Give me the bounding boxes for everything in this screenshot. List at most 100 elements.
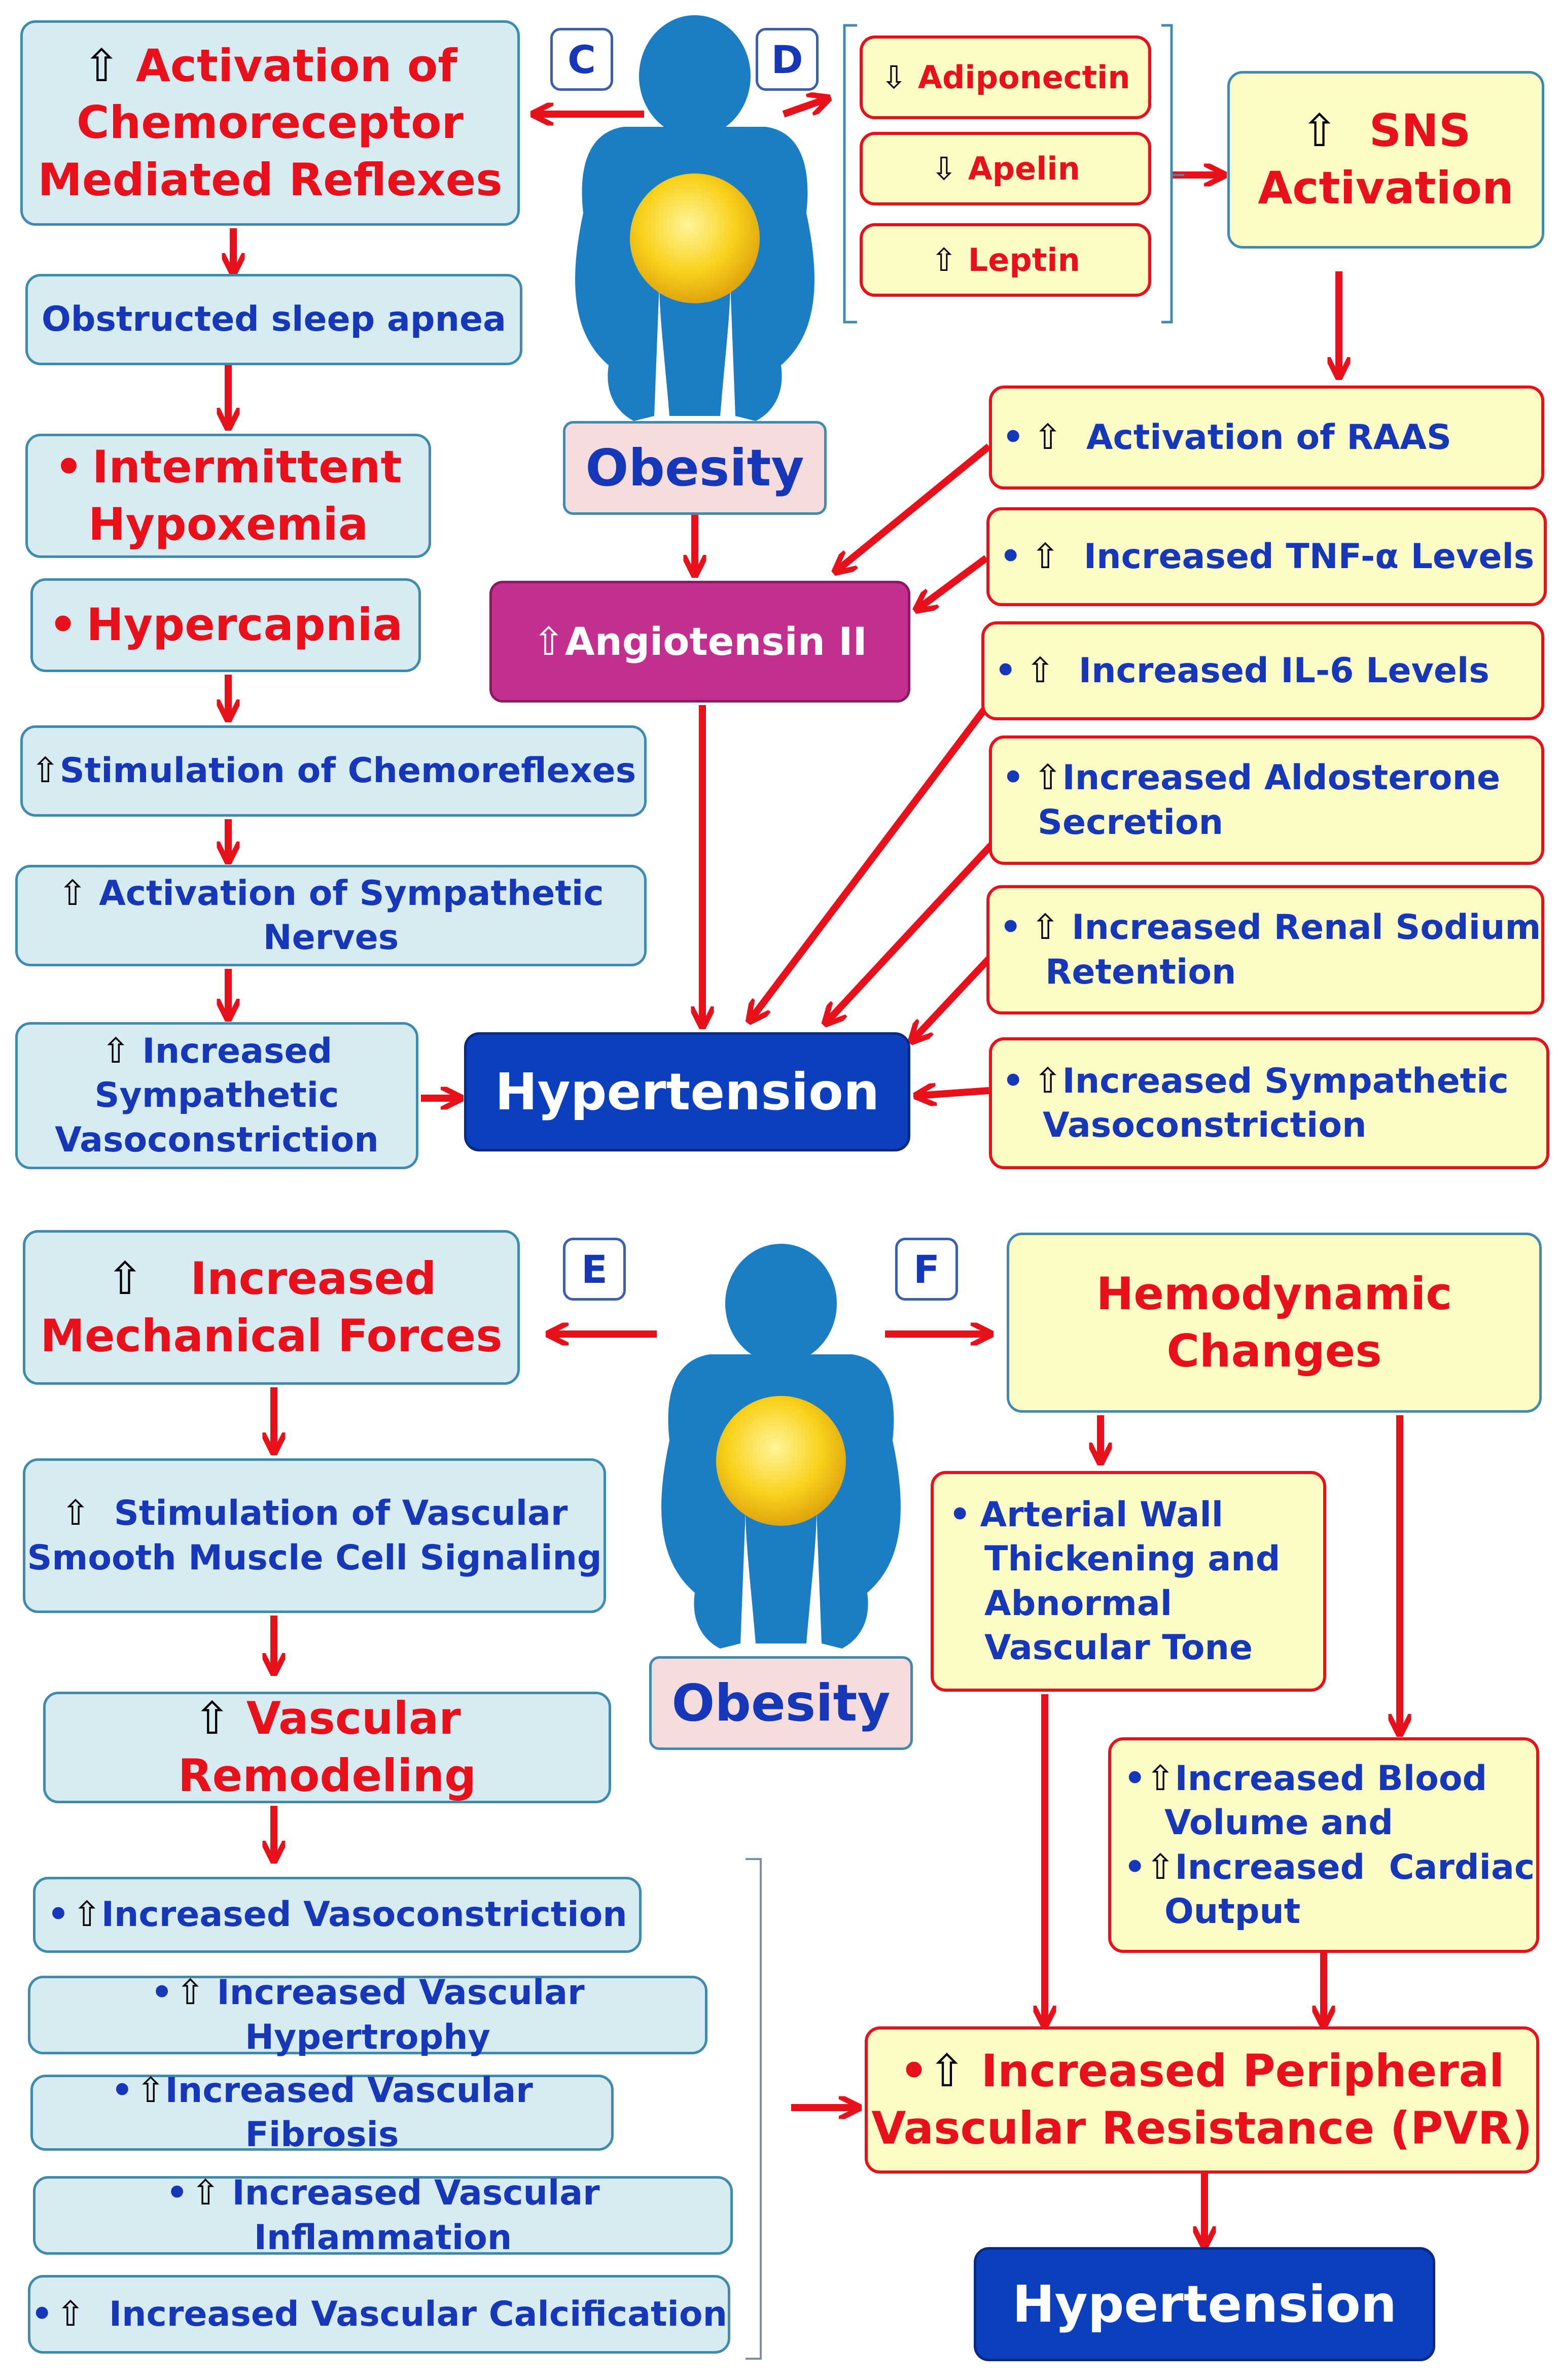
bullet-icon: •	[899, 2045, 929, 2097]
box-text: Angiotensin II	[564, 619, 867, 664]
up-arrow-icon: ⇧	[193, 1692, 231, 1745]
box-text: Hypertension	[1012, 2274, 1397, 2334]
vascular-inflammation-box: •⇧ Increased Vascular Inflammation	[33, 2173, 733, 2258]
box-text: Increased IL-6 Levels	[1078, 650, 1490, 691]
box-text: Hypoxemia	[88, 498, 369, 550]
box-text: Arterial Wall	[980, 1495, 1224, 1535]
bullet-icon: •	[1002, 1061, 1024, 1101]
box-text: Activation of	[135, 39, 457, 92]
section-tag-f: F	[895, 1238, 958, 1301]
up-arrow-icon: ⇧	[928, 2045, 966, 2097]
bullet-icon: •	[151, 1973, 173, 2013]
up-arrow-icon: ⇧	[1031, 907, 1060, 948]
section-tag-e: E	[563, 1238, 626, 1301]
up-arrow-icon: ⇧	[1146, 1759, 1175, 1799]
box-text: Adiponectin	[917, 58, 1130, 96]
bullet-icon: •	[54, 440, 83, 493]
peripheral-resistance-box: •⇧ Increased Peripheral Vascular Resista…	[865, 2026, 1539, 2174]
box-text: Increased Vasoconstriction	[101, 1895, 627, 1935]
box-text: Hemodynamic	[1096, 1267, 1452, 1320]
bracket	[1161, 24, 1173, 324]
up-arrow-icon: ⇧	[61, 1493, 90, 1534]
bullet-icon: •	[1002, 758, 1024, 798]
box-text: Increased Peripheral	[981, 2045, 1505, 2097]
arrows	[228, 99, 1400, 2245]
bullet-icon: •	[1000, 907, 1022, 948]
box-text: Obstructed sleep apnea	[41, 299, 507, 340]
vsmc-signaling-box: ⇧ Stimulation of Vascular Smooth Muscle …	[23, 1458, 606, 1613]
angiotensin-box: ⇧Angiotensin II	[489, 581, 910, 703]
box-text: Mechanical Forces	[40, 1309, 503, 1362]
box-text: Smooth Muscle Cell Signaling	[27, 1537, 602, 1578]
bracket	[843, 24, 857, 324]
arterial-wall-box: •Arterial Wall Thickening and Abnormal V…	[931, 1471, 1326, 1692]
bracket	[746, 1858, 762, 2360]
box-text: Chemoreceptor	[77, 96, 464, 149]
up-arrow-icon: ⇧	[101, 1031, 130, 1072]
tag-label: D	[771, 37, 803, 82]
bullet-icon: •	[111, 2070, 133, 2111]
box-text: Secretion	[1038, 802, 1223, 843]
sympathetic-activation-box: ⇧ Activation of Sympathetic Nerves	[15, 865, 647, 966]
raas-box: •⇧ Activation of RAAS	[989, 386, 1544, 489]
box-text: Obesity	[585, 438, 804, 498]
box-text: Mediated Reflexes	[38, 153, 503, 206]
up-arrow-icon: ⇧	[30, 751, 60, 791]
box-text: Vascular Remodeling	[178, 1692, 477, 1802]
box-text: Increased	[142, 1031, 333, 1072]
bullet-icon: •	[1124, 1759, 1146, 1799]
bullet-icon: •	[31, 2294, 53, 2334]
box-text: Stimulation of Chemoreflexes	[59, 751, 636, 791]
adiponectin-box: ⇩ Adiponectin	[860, 36, 1151, 119]
up-arrow-icon: ⇧	[931, 241, 958, 278]
box-text: Increased Aldosterone	[1062, 758, 1501, 798]
obesity-figure-bottom	[661, 1244, 901, 1649]
abdominal-fat-icon	[716, 1396, 846, 1526]
up-arrow-icon: ⇧	[1025, 650, 1055, 691]
up-arrow-icon: ⇧	[533, 619, 565, 664]
obesity-label-bottom: Obesity	[649, 1656, 913, 1750]
bullet-icon: •	[166, 2173, 188, 2214]
box-text: Apelin	[968, 150, 1080, 187]
box-text: Thickening and	[984, 1539, 1281, 1580]
tag-label: C	[568, 37, 596, 82]
sleep-apnea-box: Obstructed sleep apnea	[25, 274, 522, 365]
up-arrow-icon: ⇧	[56, 2294, 85, 2334]
hemodynamic-changes-box: Hemodynamic Changes	[1007, 1233, 1542, 1413]
bullet-icon: •	[1000, 536, 1022, 577]
box-text: Increased Vascular Calcification	[109, 2294, 727, 2334]
hypertension-box-top: Hypertension	[464, 1032, 910, 1151]
box-text: Nerves	[263, 918, 399, 958]
box-text: Sympathetic	[94, 1075, 339, 1116]
box-text: Increased Renal Sodium	[1072, 907, 1541, 948]
sodium-retention-box: •⇧ Increased Renal Sodium Retention	[986, 885, 1544, 1014]
up-arrow-icon: ⇧	[83, 39, 121, 92]
up-arrow-icon: ⇧	[106, 1252, 144, 1305]
box-text: Increased Cardiac	[1175, 1847, 1535, 1887]
sns-activation-box: ⇧ SNS Activation	[1227, 71, 1544, 249]
box-text: Abnormal	[984, 1583, 1173, 1624]
up-arrow-icon: ⇧	[1146, 1847, 1175, 1887]
apelin-box: ⇩ Apelin	[860, 132, 1151, 205]
sympathetic-vasoconstriction-box-right: •⇧Increased Sympathetic Vasoconstriction	[989, 1037, 1549, 1169]
box-text: SNS	[1369, 104, 1471, 157]
box-text: Increased Vascular Hypertrophy	[217, 1973, 585, 2057]
obesity-figure-top	[575, 15, 814, 421]
bullet-icon: •	[1124, 1847, 1146, 1887]
vasoconstriction-box: •⇧Increased Vasoconstriction	[33, 1877, 642, 1953]
box-text: Vascular Tone	[984, 1627, 1253, 1668]
up-arrow-icon: ⇧	[1033, 1061, 1062, 1101]
hypercapnia-box: •Hypercapnia	[30, 578, 421, 672]
abdominal-fat-icon	[630, 173, 760, 303]
aldosterone-box: •⇧Increased Aldosterone Secretion	[989, 736, 1544, 865]
bullet-icon: •	[1002, 417, 1024, 458]
vascular-fibrosis-box: •⇧Increased Vascular Fibrosis	[30, 2071, 614, 2155]
mechanical-forces-box: ⇧ Increased Mechanical Forces	[23, 1230, 520, 1385]
box-text: Intermittent	[92, 440, 402, 493]
bullet-icon: •	[995, 650, 1017, 691]
hypoxemia-box: •Intermittent Hypoxemia	[25, 434, 431, 558]
box-text: Hypertension	[494, 1062, 880, 1122]
box-text: Obesity	[671, 1673, 891, 1733]
box-text: Vasoconstriction	[1043, 1105, 1367, 1145]
